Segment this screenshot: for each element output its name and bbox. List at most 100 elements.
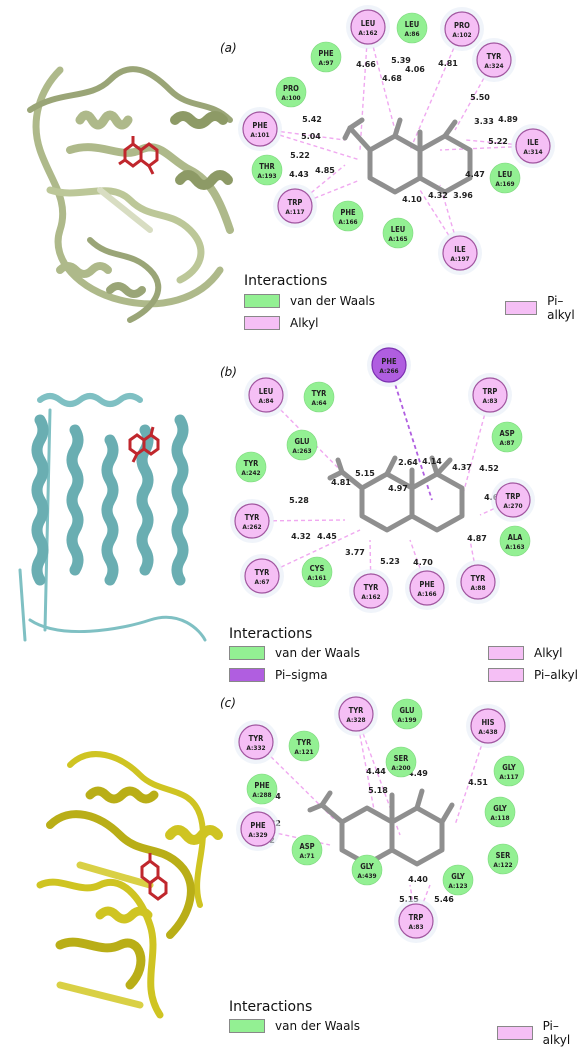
residue-name: CYS [310,564,325,573]
residue-number: A:199 [397,716,416,724]
residue-number: A:262 [242,523,261,531]
legend-title-b: Interactions [229,626,313,642]
legend-pialkyl-b: Pi–alkyl [488,668,578,682]
legend-label: van der Waals [290,294,376,308]
distance-label: 4.89 [498,115,518,124]
distance-label: 4.85 [315,166,335,175]
distance-label: 4.06 [405,65,425,74]
protein-structure-a [27,66,234,323]
residue-circle [499,525,531,557]
legend-vdw-a: van der Waals [244,294,375,308]
residue-number: A:263 [292,447,311,455]
distance-label: 5.15 [355,469,375,478]
distance-label: 5.50 [470,93,490,102]
legend-label: Pi–alkyl [542,1019,571,1047]
panel-label-a: (a) [220,41,237,55]
swatch-pialkyl [505,301,538,315]
ligand-molecule-b [128,426,160,463]
interaction-line [439,184,461,254]
residue-name: TRP [288,198,303,207]
protein-structure-b [18,393,207,642]
residue-number: A:122 [493,861,512,869]
residue-name: TRP [506,492,521,501]
residues-a: LEUA:162LEUA:86PROA:102PHEA:97TYRA:324PR… [238,5,555,275]
residue-number: A:87 [499,439,514,447]
distance-label: 4.68 [382,74,402,83]
residue-name: LEU [405,20,419,29]
distance-label: 2.64 [398,458,418,467]
distance-label: 4.10 [402,195,422,204]
distance-label: 3.33 [474,117,494,126]
ligand-bond [392,117,403,139]
distance-label: 5.22 [290,151,310,160]
panel-a-diagram: (a) 5.394.664.064.684.815.505.425.043.33… [27,5,555,323]
residue-circle [385,746,417,778]
residue-name: PHE [318,49,334,58]
distance-label: 5.42 [302,115,322,124]
residue-number: A:266 [379,367,398,375]
residue-circle [396,12,428,44]
ligand-ring [367,133,423,195]
residue-circle [332,200,364,232]
legend-alkyl-b: Alkyl [488,646,563,660]
ligand-bond [319,802,345,825]
residue-circle [484,796,516,828]
distance-label: 4.47 [465,170,485,179]
protein-structure-c [36,751,223,1019]
residue-number: A:324 [484,62,503,70]
swatch-vdw [244,294,280,308]
residue-number: A:123 [448,882,467,890]
legend-label: Pi–alkyl [534,668,578,682]
interaction-line [459,394,491,506]
residue-number: A:332 [246,744,265,752]
distance-label: 4.45 [317,532,337,541]
distance-label: 5.18 [368,786,388,795]
residue-circle [240,811,276,847]
swatch-vdw [229,1019,265,1033]
residue-number: A:165 [388,235,407,243]
residue-number: A:270 [503,502,522,510]
residue-number: A:121 [294,748,313,756]
legend-vdw-b: van der Waals [229,646,360,660]
ligand-bond [319,790,333,808]
ligand-ring [417,133,473,195]
residue-number: A:64 [311,399,326,407]
residue-number: A:193 [257,172,276,180]
residue-name: THR [259,162,275,171]
residue-circle [291,834,323,866]
distance-label: 4.51 [468,778,488,787]
residue-circle [248,377,284,413]
distance-label: 4.32 [428,191,448,200]
residue-name: TYR [255,568,270,577]
residue-name: GLY [451,872,465,881]
residue-circle [472,377,508,413]
residue-name: PHE [340,208,356,217]
distance-label: 5.23 [380,557,400,566]
residue-number: A:162 [358,29,377,37]
distance-label: 4.81 [331,478,351,487]
residue-circle [442,864,474,896]
distance-label: 4.44 [366,767,386,776]
residue-name: TYR [349,706,364,715]
panel-label-c: (c) [220,696,236,710]
residue-number: A:86 [404,30,419,38]
pi-sigma-line [388,364,433,501]
distance-label: 4.49 [408,769,428,778]
residue-number: A:83 [482,397,497,405]
swatch-alkyl [244,316,280,330]
residue-circle [398,903,434,939]
residue-number: A:438 [478,728,497,736]
